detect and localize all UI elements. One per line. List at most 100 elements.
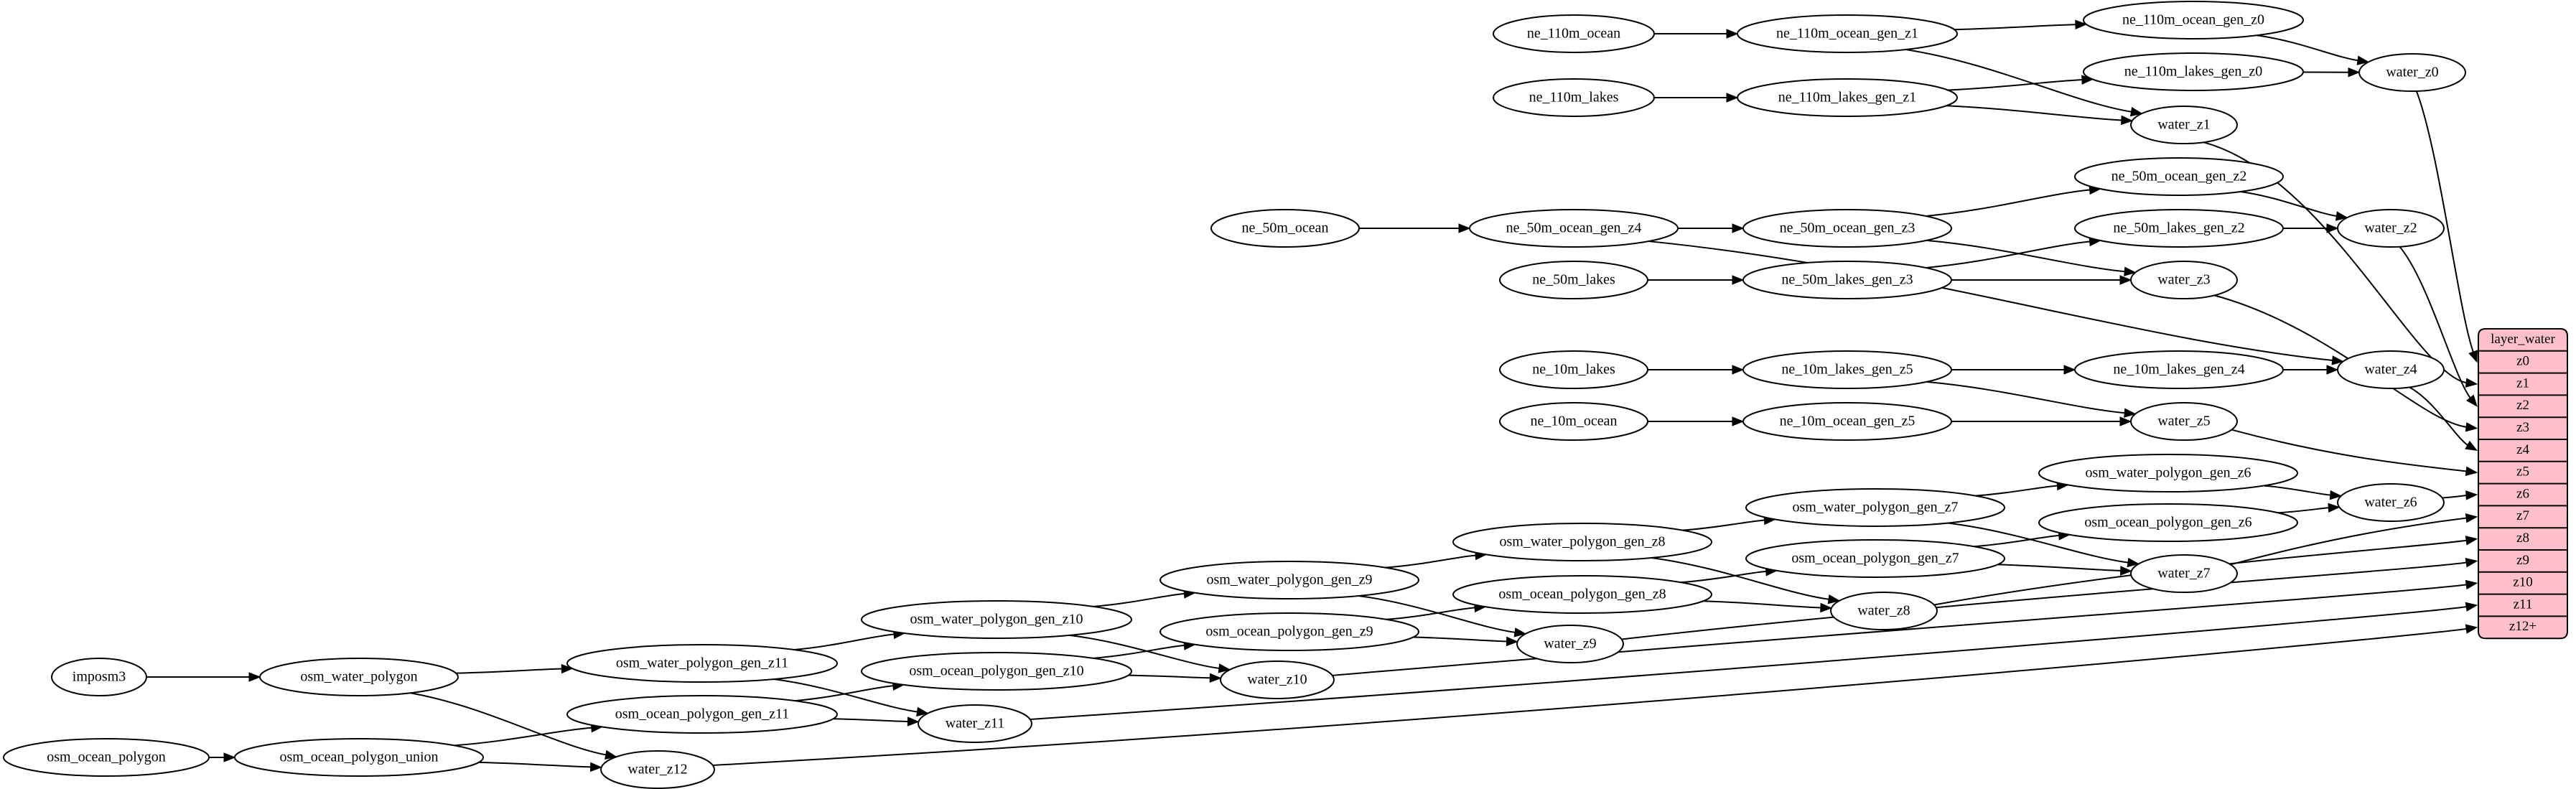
edge-arrowhead-icon <box>916 706 929 717</box>
graph-node-ne_10m_lakes_gen_z5[interactable]: ne_10m_lakes_gen_z5 <box>1742 350 1952 389</box>
table-row-z7[interactable]: z7 <box>2516 508 2529 523</box>
graph-node-osm_ocean_polygon_union[interactable]: osm_ocean_polygon_union <box>234 738 484 777</box>
graph-node-water_z2[interactable]: water_z2 <box>2337 209 2445 248</box>
graph-node-water_z4[interactable]: water_z4 <box>2337 350 2445 389</box>
graph-node-ne_50m_lakes[interactable]: ne_50m_lakes <box>1499 261 1648 299</box>
graph-node-osm_ocean_polygon_gen_z6[interactable]: osm_ocean_polygon_gen_z6 <box>2038 503 2298 542</box>
graph-node-ne_110m_ocean_gen_z0[interactable]: ne_110m_ocean_gen_z0 <box>2083 1 2304 39</box>
graph-node-osm_ocean_polygon_gen_z10[interactable]: osm_ocean_polygon_gen_z10 <box>861 652 1132 691</box>
graph-node-ne_110m_ocean_gen_z1[interactable]: ne_110m_ocean_gen_z1 <box>1737 14 1958 53</box>
graph-node-water_z9[interactable]: water_z9 <box>1516 625 1624 663</box>
graph-node-water_z0[interactable]: water_z0 <box>2358 53 2466 92</box>
graph-node-ne_50m_ocean_gen_z2[interactable]: ne_50m_ocean_gen_z2 <box>2074 157 2284 196</box>
graph-node-imposm3[interactable]: imposm3 <box>51 658 147 696</box>
table-row-z0[interactable]: z0 <box>2516 354 2529 369</box>
graph-node-osm_water_polygon[interactable]: osm_water_polygon <box>259 658 459 696</box>
edge-arrowhead-icon <box>2348 67 2361 78</box>
graph-node-water_z10[interactable]: water_z10 <box>1220 660 1335 699</box>
graph-node-osm_water_polygon_gen_z6[interactable]: osm_water_polygon_gen_z6 <box>2038 454 2298 492</box>
graph-edge-ne_110m_ocean_gen_z1-to-ne_110m_ocean_gen_z0 <box>1954 24 2077 31</box>
node-label: osm_ocean_polygon_gen_z6 <box>2084 515 2251 531</box>
graph-node-osm_ocean_polygon_gen_z11[interactable]: osm_ocean_polygon_gen_z11 <box>566 695 838 734</box>
graph-edge-water_z4-to-layer_water_z4 <box>2409 386 2470 447</box>
graph-edge-water_z5-to-layer_water_z5 <box>2231 429 2468 472</box>
node-label: ne_50m_lakes <box>1532 272 1615 288</box>
graph-node-osm_water_polygon_gen_z9[interactable]: osm_water_polygon_gen_z9 <box>1159 561 1419 599</box>
table-row-z5[interactable]: z5 <box>2516 464 2529 480</box>
graph-node-water_z1[interactable]: water_z1 <box>2130 106 2238 144</box>
graph-node-ne_50m_ocean[interactable]: ne_50m_ocean <box>1210 209 1360 248</box>
graph-node-water_z3[interactable]: water_z3 <box>2130 261 2238 299</box>
node-ellipse <box>51 658 147 696</box>
graph-edge-ne_50m_ocean_gen_z2-to-water_z2 <box>2240 190 2338 218</box>
graph-node-osm_ocean_polygon_gen_z7[interactable]: osm_ocean_polygon_gen_z7 <box>1745 539 2005 578</box>
graph-node-ne_110m_ocean[interactable]: ne_110m_ocean <box>1493 14 1655 53</box>
graph-node-osm_ocean_polygon_gen_z9[interactable]: osm_ocean_polygon_gen_z9 <box>1159 612 1419 651</box>
node-ellipse <box>861 652 1132 691</box>
edge-arrowhead-icon <box>1726 93 1739 103</box>
graph-edge-osm_water_polygon_gen_z9-to-osm_water_polygon_gen_z8 <box>1385 554 1478 569</box>
table-row-z2[interactable]: z2 <box>2516 398 2529 413</box>
edge-arrowhead-icon <box>1732 223 1745 233</box>
table-row-z10[interactable]: z10 <box>2513 575 2532 590</box>
node-label: ne_10m_lakes <box>1532 362 1615 378</box>
graph-node-osm_water_polygon_gen_z10[interactable]: osm_water_polygon_gen_z10 <box>861 600 1132 639</box>
edge-arrowhead-icon <box>2328 503 2341 513</box>
edge-arrowhead-icon <box>1732 416 1745 426</box>
node-ellipse <box>2337 209 2445 248</box>
table-row-z9[interactable]: z9 <box>2516 553 2529 568</box>
graph-node-ne_50m_ocean_gen_z4[interactable]: ne_50m_ocean_gen_z4 <box>1469 209 1679 248</box>
node-label: water_z4 <box>2364 362 2417 378</box>
node-label: osm_water_polygon_gen_z11 <box>616 655 788 671</box>
node-ellipse <box>2130 554 2238 593</box>
node-label: ne_110m_ocean_gen_z0 <box>2122 12 2264 28</box>
node-ellipse <box>1452 523 1712 561</box>
edge-arrowhead-icon <box>1732 275 1745 285</box>
edge-arrowhead-icon <box>2465 378 2478 388</box>
node-label: ne_10m_lakes_gen_z5 <box>1781 362 1913 378</box>
graph-node-water_z11[interactable]: water_z11 <box>918 704 1032 743</box>
edge-arrowhead-icon <box>2335 211 2348 221</box>
node-ellipse <box>2038 503 2298 542</box>
graph-edge-osm_water_polygon_gen_z10-to-osm_water_polygon_gen_z9 <box>1093 592 1186 607</box>
graph-node-ne_50m_lakes_gen_z2[interactable]: ne_50m_lakes_gen_z2 <box>2074 209 2284 248</box>
graph-node-osm_ocean_polygon_gen_z8[interactable]: osm_ocean_polygon_gen_z8 <box>1452 575 1712 614</box>
graph-edge-ne_50m_lakes_gen_z3-to-ne_50m_lakes_gen_z2 <box>1926 241 2091 269</box>
edge-arrowhead-icon <box>2465 466 2478 477</box>
graph-node-ne_110m_lakes_gen_z0[interactable]: ne_110m_lakes_gen_z0 <box>2083 52 2304 91</box>
graph-node-osm_water_polygon_gen_z7[interactable]: osm_water_polygon_gen_z7 <box>1745 488 2005 527</box>
graph-node-water_z6[interactable]: water_z6 <box>2337 483 2445 522</box>
graph-node-water_z8[interactable]: water_z8 <box>1830 592 1938 630</box>
graph-node-osm_water_polygon_gen_z11[interactable]: osm_water_polygon_gen_z11 <box>566 644 838 683</box>
graph-node-ne_50m_ocean_gen_z3[interactable]: ne_50m_ocean_gen_z3 <box>1742 209 1952 248</box>
node-ellipse <box>2038 454 2298 492</box>
nodes-layer: ne_110m_ocean ne_110m_ocean_gen_z1 ne_110m… <box>3 1 2466 789</box>
edge-arrowhead-icon <box>561 663 574 674</box>
node-label: ne_50m_ocean <box>1241 220 1328 236</box>
table-row-z12plus[interactable]: z12+ <box>2509 619 2537 634</box>
graph-node-ne_50m_lakes_gen_z3[interactable]: ne_50m_lakes_gen_z3 <box>1742 261 1952 299</box>
table-row-z4[interactable]: z4 <box>2516 442 2529 457</box>
graph-node-ne_10m_ocean_gen_z5[interactable]: ne_10m_ocean_gen_z5 <box>1742 402 1952 441</box>
graph-node-water_z12[interactable]: water_z12 <box>600 750 715 789</box>
table-row-z6[interactable]: z6 <box>2516 486 2529 501</box>
graph-node-osm_water_polygon_gen_z8[interactable]: osm_water_polygon_gen_z8 <box>1452 523 1712 561</box>
graph-node-ne_110m_lakes_gen_z1[interactable]: ne_110m_lakes_gen_z1 <box>1737 78 1958 117</box>
table-row-z3[interactable]: z3 <box>2516 420 2529 435</box>
graph-edge-osm_ocean_polygon_gen_z7-to-water_z7 <box>1997 564 2122 572</box>
table-row-z11[interactable]: z11 <box>2514 597 2533 612</box>
graph-node-ne_10m_lakes_gen_z4[interactable]: ne_10m_lakes_gen_z4 <box>2074 350 2284 389</box>
graph-node-ne_10m_lakes[interactable]: ne_10m_lakes <box>1499 350 1648 389</box>
node-label: ne_50m_ocean_gen_z4 <box>1506 220 1642 236</box>
graph-node-osm_ocean_polygon[interactable]: osm_ocean_polygon <box>3 738 210 777</box>
graph-node-ne_10m_ocean[interactable]: ne_10m_ocean <box>1499 402 1648 441</box>
graph-node-ne_110m_lakes[interactable]: ne_110m_lakes <box>1493 78 1655 117</box>
node-ellipse <box>2337 350 2445 389</box>
table-row-z1[interactable]: z1 <box>2516 375 2529 391</box>
node-ellipse <box>1742 402 1952 441</box>
graph-node-water_z7[interactable]: water_z7 <box>2130 554 2238 593</box>
node-ellipse <box>1220 660 1335 699</box>
table-row-z8[interactable]: z8 <box>2516 531 2529 546</box>
graph-node-water_z5[interactable]: water_z5 <box>2130 402 2238 441</box>
